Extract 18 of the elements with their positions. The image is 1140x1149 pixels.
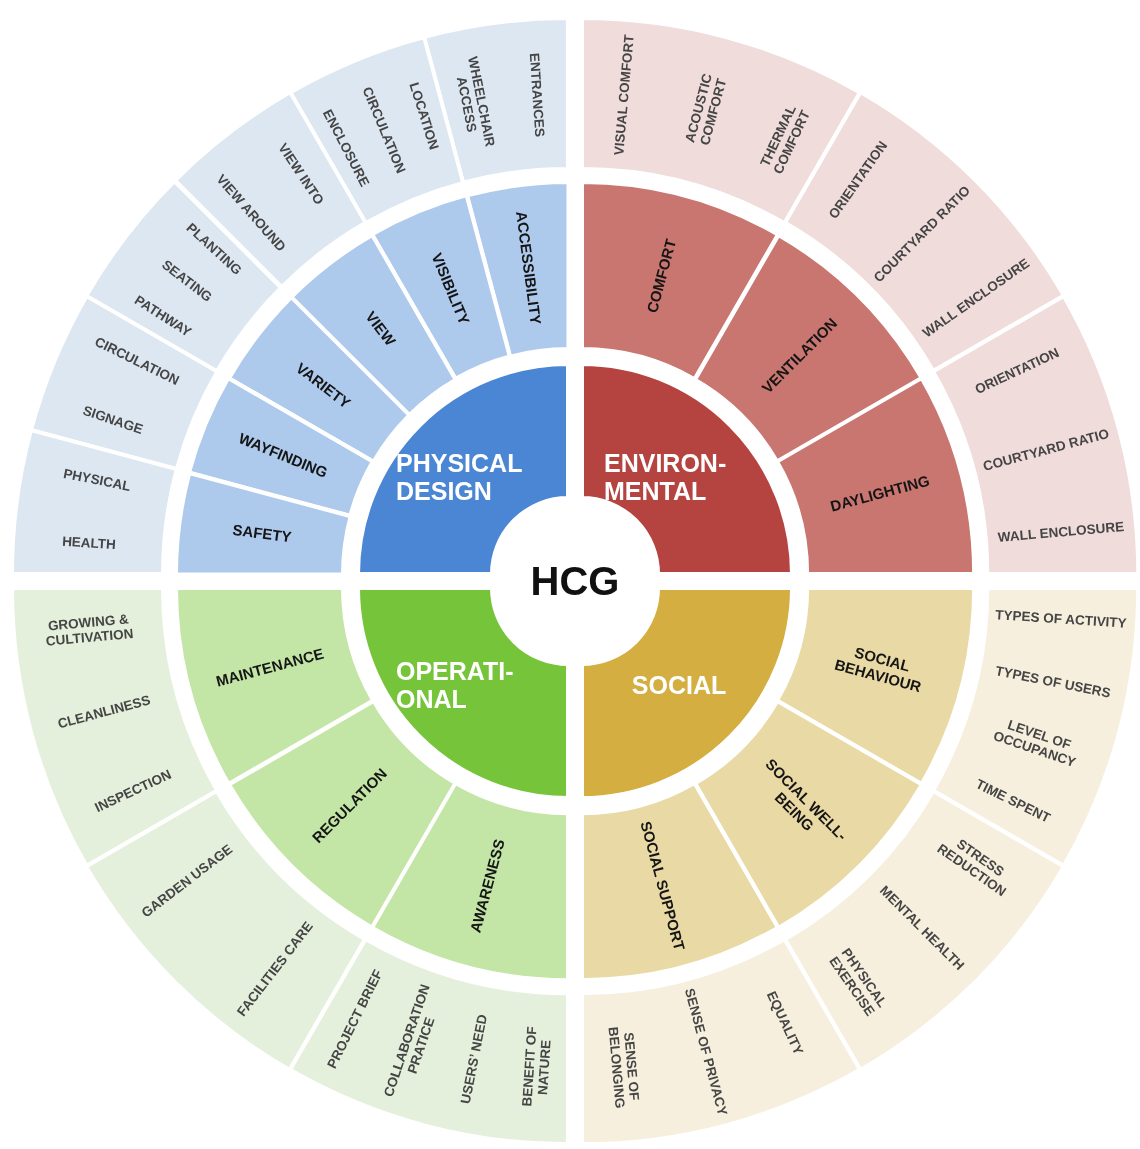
criteria-label: ENTRANCES — [526, 52, 547, 137]
category-label: PHYSICAL DESIGN — [396, 449, 523, 505]
criteria-label: PHYSICAL — [61, 466, 132, 495]
category-label: ENVIRON- MENTAL — [604, 449, 728, 505]
category-label: SOCIAL — [631, 671, 727, 699]
criteria-label: TYPES OF USERS — [994, 662, 1113, 701]
criteria-label: TYPES OF ACTIVITY — [995, 607, 1128, 632]
criteria-label: VISUAL COMFORT — [611, 34, 637, 157]
center-label: HCG — [530, 561, 620, 601]
criteria-label: HEALTH — [61, 533, 116, 552]
subcategory-label: SAFETY — [231, 521, 293, 546]
subcategory-label: ACCESSIBILITY — [511, 210, 544, 326]
criteria-label: BENEFIT OF NATURE — [517, 1025, 555, 1110]
criteria-label: GROWING & CULTIVATION — [44, 610, 136, 651]
category-label: OPERATI- ONAL — [396, 657, 515, 713]
criteria-label: WALL ENCLOSURE — [997, 519, 1125, 546]
criteria-label: USERS’ NEED — [458, 1013, 491, 1106]
criteria-label: SENSE OF BELONGING — [604, 1024, 643, 1111]
